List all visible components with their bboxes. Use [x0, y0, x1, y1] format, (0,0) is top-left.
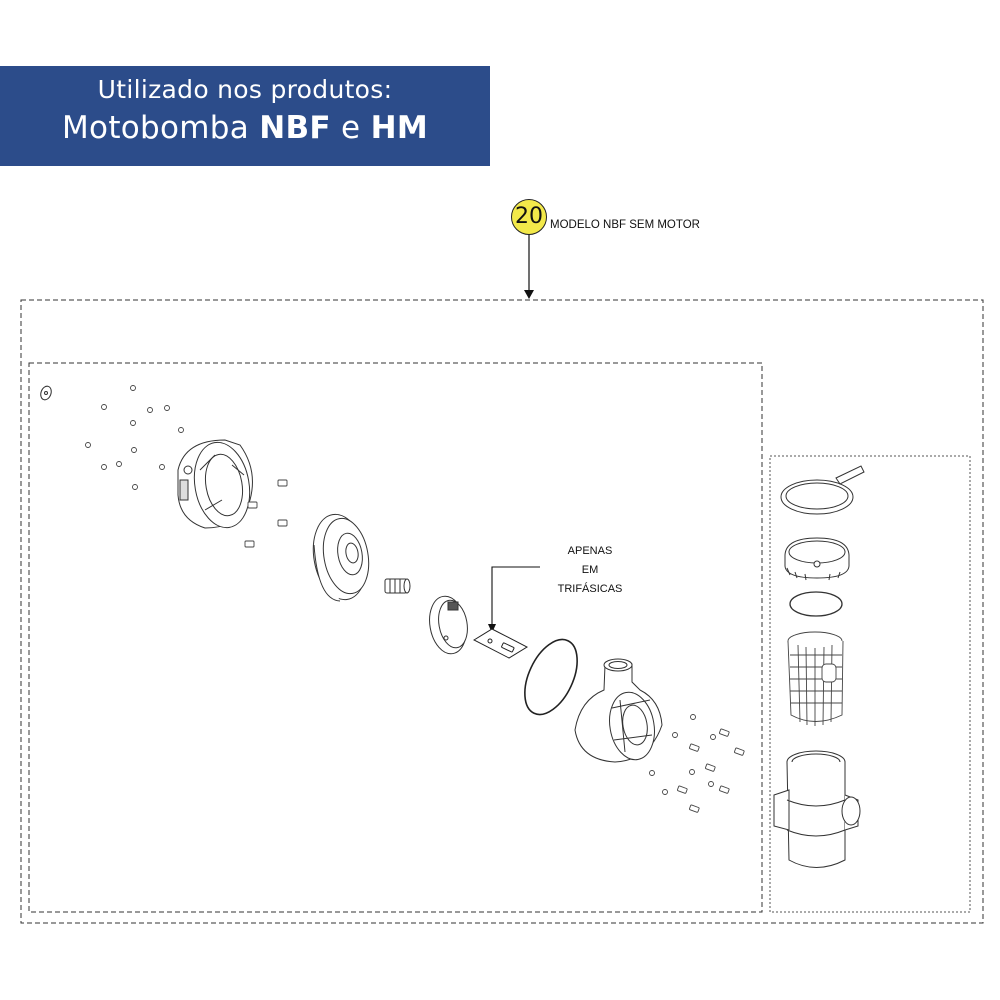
banner-and: e: [330, 110, 371, 146]
filter-frame: [769, 455, 971, 913]
impeller: [312, 513, 370, 602]
filter-lid-ring: [780, 465, 865, 515]
bracket-bolts: [244, 479, 288, 548]
trifasica-part-box: [472, 628, 529, 659]
banner-title: Utilizado nos produtos:: [97, 75, 393, 104]
pump-body: [574, 658, 663, 763]
washer-part: [40, 385, 52, 401]
product-nbf: NBF: [259, 110, 331, 146]
pump-frame: [28, 362, 763, 913]
callout-label: MODELO NBF SEM MOTOR: [550, 219, 700, 231]
note-line-2: EM: [581, 564, 599, 576]
body-bolts: [649, 714, 745, 813]
banner-prefix: Motobomba: [62, 110, 260, 146]
filter-o-ring: [789, 591, 843, 617]
motor-bracket: [177, 439, 253, 529]
callout-arrowhead: [524, 290, 534, 299]
note-leader: [491, 566, 540, 628]
outer-frame: [20, 299, 984, 924]
filter-lid: [784, 537, 850, 581]
diffuser: [429, 595, 468, 655]
callout-number-badge: 20: [511, 199, 547, 235]
note-line-3: TRIFÁSICAS: [557, 583, 623, 595]
filter-basket: [787, 631, 844, 726]
filter-housing: [773, 750, 861, 868]
mechanical-seal: [384, 578, 411, 594]
o-ring-gasket: [524, 638, 578, 716]
trifasica-note: APENAS EM TRIFÁSICAS: [540, 542, 640, 599]
product-hm: HM: [370, 110, 428, 146]
banner-products: Motobomba NBF e HM: [0, 110, 490, 146]
note-line-1: APENAS: [567, 545, 613, 557]
product-banner: Utilizado nos produtos: Motobomba NBF e …: [0, 66, 490, 166]
nuts-left: [85, 385, 184, 490]
